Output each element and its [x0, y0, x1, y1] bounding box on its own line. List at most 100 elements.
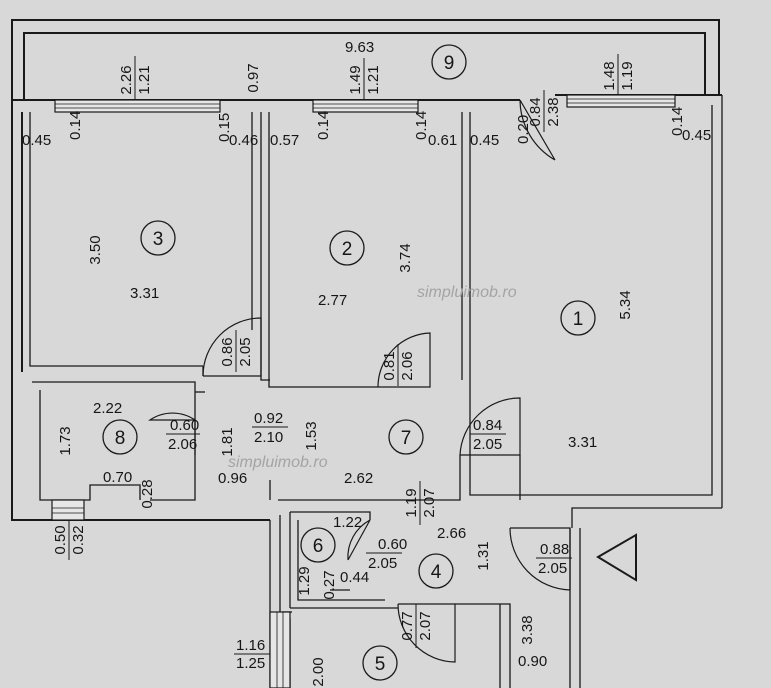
window-room3 [54, 99, 221, 113]
svg-text:0.45: 0.45 [682, 127, 711, 144]
opening-win-room5: 1.16 1.25 [234, 637, 270, 672]
room-7-dim-b: 2.62 [344, 470, 373, 487]
svg-text:0.86: 0.86 [219, 337, 236, 366]
room-6-number: 6 [313, 536, 324, 557]
room-2-number: 2 [342, 239, 353, 260]
room-2-dim-b: 2.77 [318, 292, 347, 309]
room-1-dim-a: 5.34 [617, 290, 634, 319]
opening-door-entrance: 0.88 2.05 [536, 541, 572, 577]
door-room3 [202, 317, 262, 377]
opening-win-room1: 1.48 1.19 [601, 54, 636, 95]
window-room2 [312, 99, 419, 113]
watermark-1: simpluimob.ro [417, 284, 517, 301]
opening-win-room3: 2.26 1.21 [118, 56, 153, 100]
window-room8 [51, 499, 85, 521]
opening-door-kitchen: 1.19 2.07 [403, 481, 438, 525]
room-6-dim-b: 1.29 [296, 566, 313, 595]
svg-text:1.25: 1.25 [236, 655, 265, 672]
opening-door-room1: 0.84 2.05 [470, 417, 506, 453]
room-numbers: 9 3 2 1 7 8 6 4 5 [115, 53, 584, 675]
opening-door-room2: 0.81 2.06 [381, 344, 416, 386]
svg-text:2.05: 2.05 [473, 436, 502, 453]
svg-text:1.21: 1.21 [136, 65, 153, 94]
svg-text:1.21: 1.21 [365, 65, 382, 94]
svg-text:0.84: 0.84 [527, 97, 544, 126]
watermark-2: simpluimob.ro [228, 454, 328, 471]
svg-text:0.88: 0.88 [540, 541, 569, 558]
door-entrance [509, 527, 571, 591]
svg-text:2.05: 2.05 [368, 555, 397, 572]
room-6-dim-a: 1.22 [333, 514, 362, 531]
room-8-dim-b: 1.73 [57, 426, 74, 455]
room-5-number: 5 [375, 654, 386, 675]
door-balcony [519, 99, 556, 161]
svg-text:0.50: 0.50 [52, 525, 69, 554]
svg-text:0.45: 0.45 [470, 132, 499, 149]
opening-door-room8: 0.60 2.06 [166, 417, 200, 453]
room-4-number: 4 [431, 562, 442, 583]
entrance-arrow-icon [596, 533, 637, 582]
opening-labels-horizontal: 0.60 2.06 0.92 2.10 0.84 2.05 0.60 2.05 … [166, 410, 572, 672]
svg-text:0.14: 0.14 [413, 111, 430, 140]
opening-door-balcony: 0.84 2.38 [527, 90, 562, 132]
opening-door-room3: 0.86 2.05 [219, 330, 254, 372]
balcony-depth: 0.97 [245, 63, 262, 92]
svg-text:0.77: 0.77 [399, 611, 416, 640]
svg-text:0.32: 0.32 [70, 525, 87, 554]
room-9-width: 9.63 [345, 39, 374, 56]
doors [148, 99, 571, 663]
svg-text:2.07: 2.07 [417, 611, 434, 640]
opening-win-room2: 1.49 1.21 [347, 58, 382, 100]
svg-text:0.14: 0.14 [669, 107, 686, 136]
window-room5 [269, 611, 291, 688]
room-markers [102, 44, 596, 681]
room-6-dim-d: 0.44 [340, 569, 369, 586]
svg-text:0.81: 0.81 [381, 351, 398, 380]
room-3-dim-b: 3.31 [130, 285, 159, 302]
svg-text:1.19: 1.19 [403, 488, 420, 517]
door-room8 [148, 412, 197, 455]
window-room1 [566, 94, 676, 108]
room-5-dim-b: 3.38 [519, 615, 536, 644]
svg-text:0.84: 0.84 [473, 417, 502, 434]
room-8-number: 8 [115, 428, 126, 449]
room-4-dim-b: 1.31 [475, 541, 492, 570]
svg-text:1.16: 1.16 [236, 637, 265, 654]
pier-labels: 0.45 0.14 0.15 0.46 0.57 0.14 0.14 0.61 … [22, 107, 711, 149]
opening-win-room8: 0.50 0.32 [52, 520, 87, 560]
svg-text:0.57: 0.57 [270, 132, 299, 149]
svg-text:0.20: 0.20 [515, 115, 532, 144]
svg-text:0.46: 0.46 [229, 132, 258, 149]
room-2-dim-a: 3.74 [397, 243, 414, 272]
svg-text:0.14: 0.14 [67, 111, 84, 140]
svg-text:2.05: 2.05 [237, 337, 254, 366]
svg-text:0.92: 0.92 [254, 410, 283, 427]
opening-door-room6: 0.60 2.05 [366, 536, 407, 572]
room-8-dim-a: 2.22 [93, 400, 122, 417]
room-5-dim-c: 0.90 [518, 653, 547, 670]
room-7-dim-d: 0.96 [218, 470, 247, 487]
room-8-dim-c: 0.70 [103, 469, 132, 486]
windows [51, 94, 676, 688]
room-6-dim-c: 0.27 [321, 570, 338, 599]
svg-text:0.14: 0.14 [315, 111, 332, 140]
room-9-number: 9 [444, 53, 455, 74]
room-8-dim-d: 0.28 [139, 479, 156, 508]
svg-text:2.06: 2.06 [399, 351, 416, 380]
room-dimensions: 9.63 0.97 3.50 3.31 3.74 2.77 5.34 3.31 … [57, 39, 634, 687]
room-5-dim-a: 2.00 [310, 657, 327, 686]
opening-labels: 2.26 1.21 1.49 1.21 1.48 1.19 0.84 2.38 … [52, 54, 636, 648]
room-3-number: 3 [153, 229, 164, 250]
room-3-dim-a: 3.50 [87, 235, 104, 264]
room-7-dim-c: 1.81 [219, 427, 236, 456]
svg-text:0.60: 0.60 [170, 417, 199, 434]
door-room1 [459, 397, 521, 456]
svg-text:1.48: 1.48 [601, 61, 618, 90]
room-1-dim-b: 3.31 [568, 434, 597, 451]
svg-text:0.45: 0.45 [22, 132, 51, 149]
door-room2 [377, 332, 431, 388]
svg-text:1.49: 1.49 [347, 65, 364, 94]
svg-text:2.05: 2.05 [538, 560, 567, 577]
